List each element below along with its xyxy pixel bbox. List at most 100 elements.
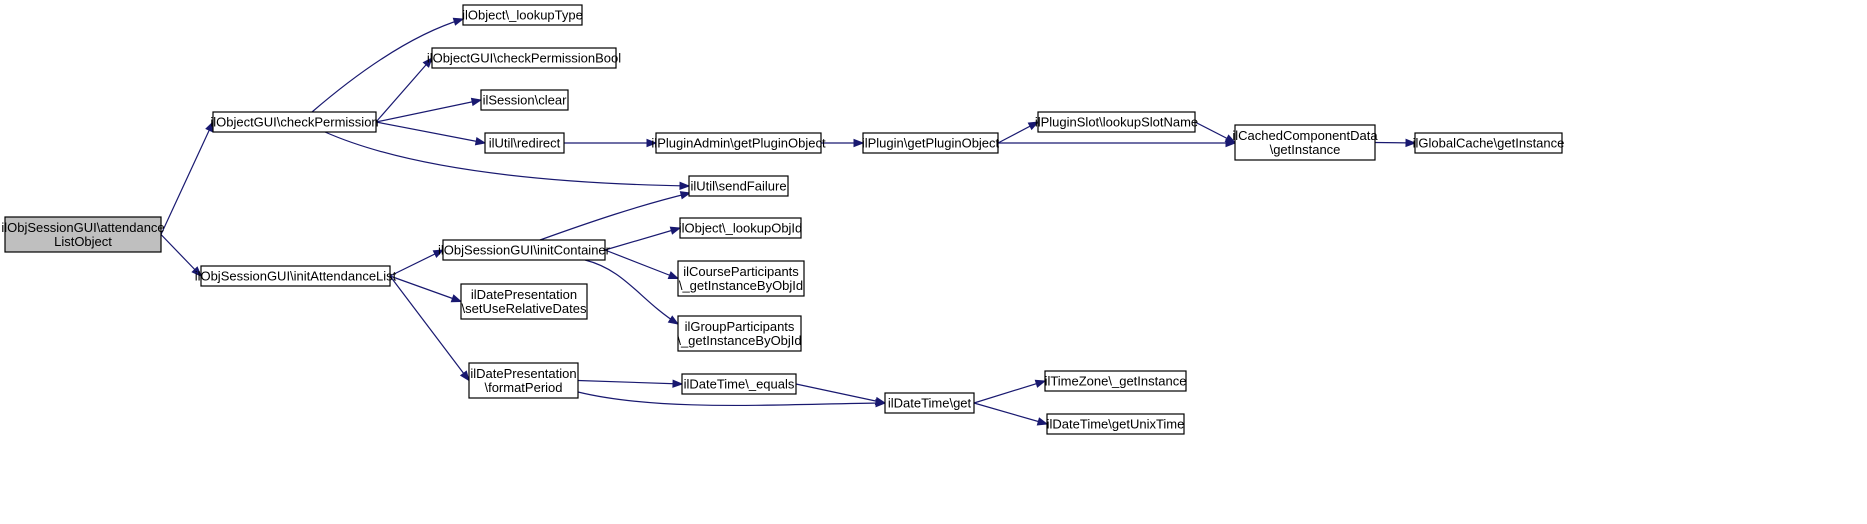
edges	[160, 17, 1417, 426]
arrowhead	[452, 17, 465, 26]
edge-line	[160, 234, 202, 277]
edge-line	[795, 383, 886, 404]
node-box	[1044, 370, 1187, 392]
arrowhead	[672, 379, 684, 388]
node-label: ilTimeZone\_getInstance	[1045, 374, 1187, 389]
node-n21[interactable]: ilTimeZone\_getInstance	[1044, 370, 1187, 392]
arrowhead	[422, 56, 433, 68]
edge-n11-n12	[821, 138, 865, 148]
edge-line	[389, 249, 444, 277]
edge-n20-n22	[973, 402, 1049, 426]
arrowhead	[1036, 417, 1049, 426]
arrowhead	[669, 226, 682, 235]
node-n15[interactable]: ilGlobalCache\getInstance	[1413, 132, 1565, 154]
arrowhead	[646, 138, 658, 148]
arrowhead	[1224, 134, 1237, 144]
node-n17[interactable]: ilCourseParticipants\_getInstanceByObjId	[677, 260, 805, 297]
edge-n6-n11	[564, 138, 658, 148]
edge-n1-n7	[324, 131, 691, 191]
node-label: ilSession\clear	[483, 93, 567, 108]
node-n6[interactable]: ilUtil\redirect	[484, 132, 565, 154]
node-n20[interactable]: ilDateTime\get	[884, 392, 975, 414]
edge-line	[324, 131, 690, 187]
node-n4[interactable]: ilObjectGUI\checkPermissionBool	[427, 47, 621, 69]
node-n19[interactable]: ilDateTime\_equals	[681, 373, 797, 395]
node-n1[interactable]: ilObjectGUI\checkPermission	[210, 111, 379, 133]
edge-n8-n16	[604, 226, 682, 251]
node-label: ilDatePresentation	[470, 366, 576, 381]
node-n10[interactable]: ilDatePresentation\formatPeriod	[468, 362, 579, 399]
edge-line	[311, 18, 464, 113]
node-label: ilObjSessionGUI\initContainer	[438, 243, 611, 258]
node-label: ilCachedComponentData	[1232, 128, 1378, 143]
node-box	[1234, 124, 1376, 161]
node-box	[431, 47, 617, 69]
node-box	[1414, 132, 1563, 154]
node-n13[interactable]: ilPluginSlot\lookupSlotName	[1035, 111, 1198, 133]
node-label: ilPluginAdmin\getPluginObject	[651, 136, 826, 151]
edge-n12-n13	[997, 121, 1040, 144]
node-label: ilObjectGUI\checkPermissionBool	[427, 51, 621, 66]
edge-n0-n2	[160, 234, 202, 277]
node-label: \_getInstanceByObjId	[679, 278, 803, 293]
node-label: ilPluginSlot\lookupSlotName	[1035, 115, 1198, 130]
node-box	[462, 4, 583, 26]
edge-n1-n6	[375, 121, 487, 146]
node-box	[677, 315, 802, 352]
node-n2[interactable]: ilObjSessionGUI\initAttendanceList	[195, 265, 397, 287]
arrowhead	[667, 315, 680, 325]
node-n7[interactable]: ilUtil\sendFailure	[688, 175, 789, 197]
edge-line	[604, 249, 679, 280]
edge-n8-n17	[604, 249, 680, 280]
node-n8[interactable]: ilObjSessionGUI\initContainer	[438, 239, 611, 261]
edge-n2-n8	[389, 249, 445, 277]
edge-line	[160, 121, 214, 235]
node-n18[interactable]: ilGroupParticipants\_getInstanceByObjId	[677, 315, 802, 352]
arrowhead	[432, 249, 445, 258]
node-label: ilCourseParticipants	[683, 264, 799, 279]
node-box	[655, 132, 822, 154]
node-box	[4, 216, 162, 253]
node-box	[681, 373, 797, 395]
node-n5[interactable]: ilSession\clear	[480, 89, 569, 111]
node-n22[interactable]: ilDateTime\getUnixTime	[1046, 413, 1185, 435]
arrowhead	[1027, 121, 1040, 131]
node-box	[677, 260, 805, 297]
node-box	[212, 111, 377, 133]
edge-line	[389, 275, 470, 381]
edge-line	[973, 402, 1048, 425]
edge-line	[604, 227, 681, 251]
node-n9[interactable]: ilDatePresentation\setUseRelativeDates	[460, 283, 588, 320]
node-n3[interactable]: ilObject\_lookupType	[462, 4, 583, 26]
node-box	[484, 132, 565, 154]
arrowhead	[679, 181, 691, 191]
node-label: ilGroupParticipants	[685, 319, 795, 334]
edge-n13-n14	[1194, 121, 1237, 144]
edge-line	[577, 391, 886, 407]
node-label: ilObjSessionGUI\attendance	[1, 220, 164, 235]
node-label: ilDatePresentation	[471, 287, 577, 302]
node-label: ilPlugin\getPluginObject	[862, 136, 1000, 151]
node-label: \_getInstanceByObjId	[677, 333, 801, 348]
arrowhead	[1034, 379, 1047, 388]
node-n11[interactable]: ilPluginAdmin\getPluginObject	[651, 132, 826, 154]
node-box	[200, 265, 391, 287]
edge-n8-n7	[539, 191, 692, 241]
arrowhead	[191, 266, 202, 277]
edge-n1-n3	[311, 17, 465, 113]
edge-line	[539, 192, 691, 241]
node-n14[interactable]: ilCachedComponentData\getInstance	[1232, 124, 1378, 161]
node-n12[interactable]: ilPlugin\getPluginObject	[862, 132, 1000, 154]
node-box	[1046, 413, 1185, 435]
node-label: ilDateTime\get	[888, 396, 972, 411]
node-n16[interactable]: ilObject\_lookupObjId	[679, 217, 803, 239]
edge-n0-n1	[160, 120, 214, 235]
node-label: ilGlobalCache\getInstance	[1413, 136, 1565, 151]
node-label: ilObject\_lookupType	[462, 8, 583, 23]
edge-n19-n20	[795, 383, 887, 406]
node-label: \getInstance	[1270, 142, 1341, 157]
node-box	[1037, 111, 1196, 133]
node-box	[442, 239, 606, 261]
